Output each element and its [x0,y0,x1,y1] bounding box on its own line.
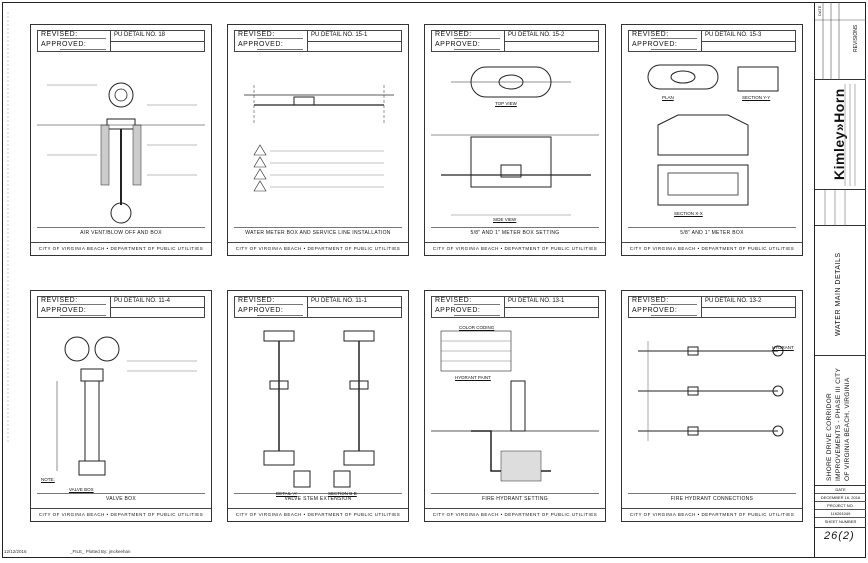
detail-a-label: DETAIL 'A' [276,491,298,496]
plot-date: 12/12/2016 [4,549,27,554]
title-block: REVISIONS DATE Kimley»Horn WATER MAIN DE… [814,2,866,558]
panel-header: REVISED: APPROVED: PU DETAIL NO. 15-1 [234,30,402,52]
revised-label: REVISED: [435,31,472,38]
detail-footer: CITY OF VIRGINIA BEACH • DEPARTMENT OF P… [228,242,408,255]
approved-label: APPROVED: [632,41,678,48]
approved-label: APPROVED: [41,41,87,48]
approved-label: APPROVED: [41,307,87,314]
panel-header: REVISED: APPROVED: PU DETAIL NO. 18 [37,30,205,52]
revised-label: REVISED: [435,297,472,304]
detail-caption: WATER METER BOX AND SERVICE LINE INSTALL… [234,227,402,238]
detail-caption: 5/8" AND 1" METER BOX SETTING [431,227,599,238]
project-title: SHORE DRIVE CORRIDOR IMPROVEMENTS - PHAS… [826,368,851,481]
side-view-label: SIDE VIEW [493,217,517,222]
scale-block [815,190,866,226]
revised-label: REVISED: [41,31,78,38]
detail-panel: REVISED: APPROVED: PU DETAIL NO. 15-3 5/8" … [621,24,803,256]
detail-number: PU DETAIL NO. 13-1 [508,298,565,304]
project-no-value: 116261049 [815,510,866,518]
detail-number: PU DETAIL NO. 15-2 [508,32,565,38]
color-coding-label: COLOR CODING [459,325,495,330]
project-no-label: PROJECT NO. [815,502,866,510]
detail-number: PU DETAIL NO. 11-4 [114,298,170,304]
plan-label: PLAN [662,95,674,100]
detail-number: PU DETAIL NO. 15-3 [705,32,762,38]
detail-number: PU DETAIL NO. 18 [114,32,166,38]
date-col-label: DATE [817,5,822,16]
panel-header: REVISED: APPROVED: PU DETAIL NO. 11-1 [234,296,402,318]
detail-footer: CITY OF VIRGINIA BEACH • DEPARTMENT OF P… [31,508,211,521]
panel-header: REVISED: APPROVED: PU DETAIL NO. 13-2 [628,296,796,318]
date-label: DATE [815,486,866,494]
detail-panel: REVISED: APPROVED: PU DETAIL NO. 15-2 5/8" … [424,24,606,256]
section-bb-label: SECTION B-B [328,491,357,496]
detail-panel: REVISED: APPROVED: PU DETAIL NO. 18 AIR VEN… [30,24,212,256]
company-block: Kimley»Horn [815,80,866,190]
revisions-label: REVISIONS [853,24,859,52]
project-info-block: DATE DECEMBER 16, 2016 PROJECT NO. 11626… [815,486,866,528]
detail-footer: CITY OF VIRGINIA BEACH • DEPARTMENT OF P… [622,508,802,521]
revisions-block: REVISIONS DATE [815,2,866,80]
detail-drawing [628,55,796,231]
detail-footer: CITY OF VIRGINIA BEACH • DEPARTMENT OF P… [425,242,605,255]
detail-caption: 5/8" AND 1" METER BOX [628,227,796,238]
detail-caption: VALVE BOX [37,493,205,504]
date-value: DECEMBER 16, 2016 [815,494,866,502]
detail-drawing [628,321,796,497]
left-margin-strip [2,2,10,558]
detail-number: PU DETAIL NO. 13-2 [705,298,762,304]
panel-header: REVISED: APPROVED: PU DETAIL NO. 11-4 [37,296,205,318]
detail-drawing [234,321,402,497]
approved-label: APPROVED: [435,41,481,48]
sheet-number-label: SHEET NUMBER [824,519,857,524]
revised-label: REVISED: [238,297,275,304]
revised-label: REVISED: [632,31,669,38]
approved-label: APPROVED: [632,307,678,314]
hydrant-paint-label: HYDRANT PAINT [455,375,491,380]
approved-label: APPROVED: [435,307,481,314]
file-note: _FILE_ Plotted By: jmckeehan [70,549,131,554]
sheet-title-block: WATER MAIN DETAILS [815,226,866,356]
hydrant-label: HYDRANT [772,345,794,350]
revised-label: REVISED: [41,297,78,304]
detail-caption: AIR VENT/BLOW OFF AND BOX [37,227,205,238]
detail-number: PU DETAIL NO. 11-1 [311,298,367,304]
approved-label: APPROVED: [238,41,284,48]
approved-label: APPROVED: [238,307,284,314]
top-view-label: TOP VIEW [495,101,517,106]
panel-header: REVISED: APPROVED: PU DETAIL NO. 13-1 [431,296,599,318]
detail-number: PU DETAIL NO. 15-1 [311,32,368,38]
detail-drawing [234,55,402,231]
detail-drawing [431,55,599,231]
note-label: NOTE: [41,477,55,482]
panel-header: REVISED: APPROVED: PU DETAIL NO. 15-3 [628,30,796,52]
panel-header: REVISED: APPROVED: PU DETAIL NO. 15-2 [431,30,599,52]
detail-caption: VALVE STEM EXTENSION [234,493,402,504]
section-yy-label: SECTION Y-Y [742,95,771,100]
revised-label: REVISED: [238,31,275,38]
detail-caption: FIRE HYDRANT SETTING [431,493,599,504]
sheet-title: WATER MAIN DETAILS [835,252,842,336]
detail-drawing [431,321,599,497]
valve-box-label: VALVE BOX [69,487,94,492]
detail-drawing [37,321,205,497]
detail-footer: CITY OF VIRGINIA BEACH • DEPARTMENT OF P… [228,508,408,521]
detail-footer: CITY OF VIRGINIA BEACH • DEPARTMENT OF P… [622,242,802,255]
detail-footer: CITY OF VIRGINIA BEACH • DEPARTMENT OF P… [425,508,605,521]
project-title-block: SHORE DRIVE CORRIDOR IMPROVEMENTS - PHAS… [815,356,866,486]
detail-drawing [37,55,205,231]
detail-footer: CITY OF VIRGINIA BEACH • DEPARTMENT OF P… [31,242,211,255]
sheet-number: 26(2) [824,530,855,542]
revised-label: REVISED: [632,297,669,304]
detail-caption: FIRE HYDRANT CONNECTIONS [628,493,796,504]
section-xx-label: SECTION X-X [674,211,703,216]
